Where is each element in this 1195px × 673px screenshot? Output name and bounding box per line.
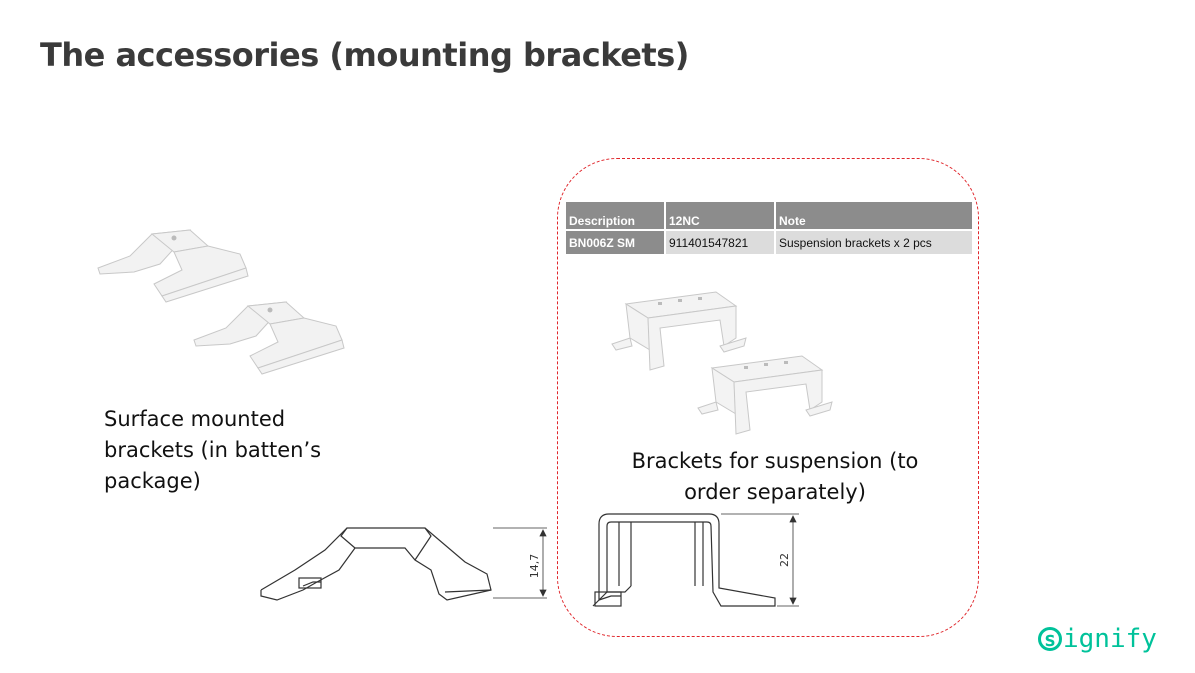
suspension-bracket-2: [697, 355, 833, 435]
suspension-brackets-caption: Brackets for suspension (to order separa…: [631, 449, 919, 504]
surface-brackets-caption: Surface mounted brackets (in batten’s pa…: [104, 407, 322, 493]
surface-bracket-photo: [97, 229, 345, 375]
suspension-bracket-drawing: 22: [592, 513, 799, 607]
suspension-bracket-1: [611, 291, 747, 371]
accessory-table: Description 12NC Note BN006Z SM 91140154…: [564, 202, 974, 254]
surface-bracket-1: [97, 229, 249, 303]
header-12nc: 12NC: [666, 202, 774, 229]
header-note: Note: [776, 202, 972, 229]
table-header-row: Description 12NC Note: [566, 202, 972, 229]
surface-bracket-2: [193, 301, 345, 375]
surface-bracket-drawing: 14,7: [260, 527, 547, 601]
cell-description: BN006Z SM: [566, 229, 664, 254]
logo-mark: s: [1038, 627, 1062, 651]
logo-text: ignify: [1063, 624, 1157, 654]
cell-12nc: 911401547821: [666, 229, 774, 254]
suspension-group-frame: [557, 158, 979, 637]
table-row: BN006Z SM 911401547821 Suspension bracke…: [566, 229, 972, 254]
page-title: The accessories (mounting brackets): [40, 36, 689, 74]
header-description: Description: [566, 202, 664, 229]
suspension-height-dimension: 22: [778, 553, 791, 567]
suspension-bracket-photo: [611, 291, 833, 435]
signify-logo: s ignify: [1038, 624, 1157, 654]
surface-height-dimension: 14,7: [528, 554, 541, 579]
cell-note: Suspension brackets x 2 pcs: [776, 229, 972, 254]
